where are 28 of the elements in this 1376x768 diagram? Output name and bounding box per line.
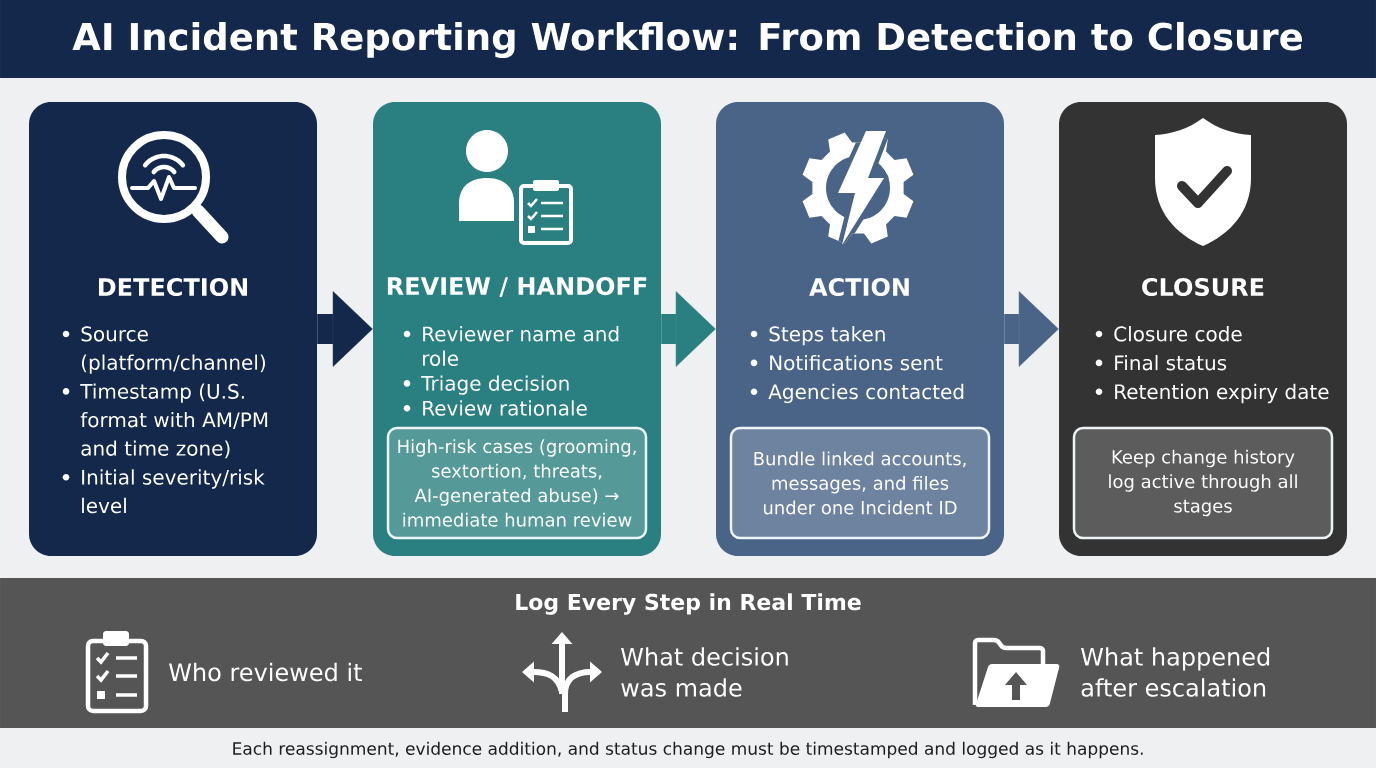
- card-heading: DETECTION: [98, 277, 248, 297]
- note-box: Keep change history log active through all stages: [1072, 426, 1334, 540]
- flow-arrow: [1004, 291, 1059, 367]
- bullet-item: Timestamp (U.S. format with AM/PM and time zone): [80, 383, 268, 459]
- note-box: Bundle linked accounts, messages, and files under one Incident ID: [729, 426, 991, 540]
- card-heading: REVIEW / HANDOFF: [387, 276, 647, 297]
- caption: Each reassignment, evidence addition, and status change must be timestamped and logged as it happens.: [233, 741, 1143, 759]
- flow-arrow: [661, 291, 716, 367]
- bullet-item: Agencies contacted: [768, 383, 964, 404]
- note-box: High-risk cases (grooming, sextortion, threats, AI-generated abuse) → immediate human review: [386, 426, 648, 540]
- log-item: What happened after escalation: [1081, 647, 1270, 697]
- flow-arrow: [317, 291, 373, 367]
- bullet-item: Triage decision: [421, 375, 569, 395]
- bullet-item: Source (platform/channel): [81, 326, 265, 374]
- bullet-item: Initial severity/risk level: [82, 469, 265, 514]
- band-heading: Log Every Step in Real Time: [516, 593, 861, 615]
- bullet-item: Review rationale: [423, 400, 587, 416]
- card-heading: ACTION: [809, 277, 909, 297]
- bullet-item: Closure code: [1114, 326, 1242, 342]
- bullet-item: Notifications sent: [770, 354, 943, 371]
- bullet-item: Reviewer name and role: [423, 326, 619, 366]
- title: AI Incident Reporting Workflow: From Detection to Closure: [72, 21, 1302, 59]
- bullet-item: Steps taken: [769, 326, 885, 346]
- bullet-item: Retention expiry date: [1115, 383, 1329, 404]
- log-item: What decision was made: [621, 647, 788, 697]
- card-heading: CLOSURE: [1142, 277, 1264, 297]
- bullet-item: Final status: [1115, 354, 1227, 371]
- log-item: Who reviewed it: [169, 662, 362, 682]
